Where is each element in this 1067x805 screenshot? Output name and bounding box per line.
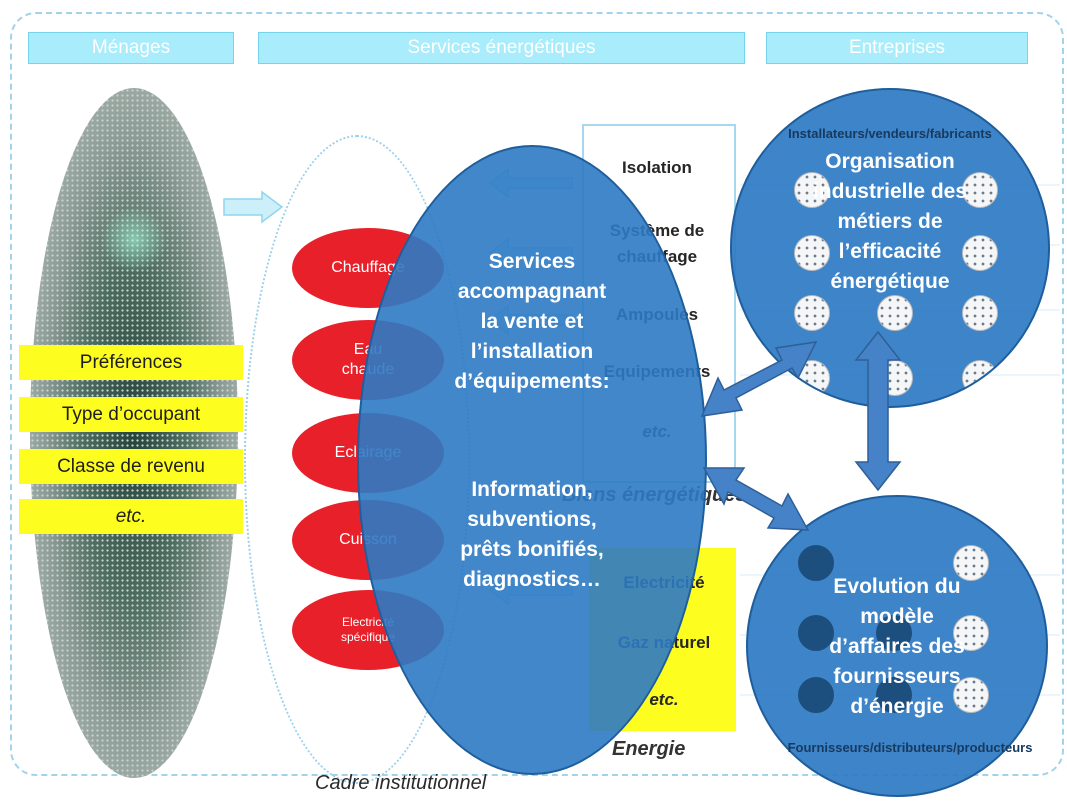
network-node-icon	[798, 615, 834, 651]
services-ellipse-body: Information, subventions, prêts bonifiés…	[359, 475, 705, 595]
services-title-line: la vente et	[480, 310, 584, 333]
network-node-icon	[962, 235, 998, 271]
industry-caption: Installateurs/vendeurs/fabricants	[788, 126, 992, 141]
services-blue-ellipse: Services accompagnant la vente et l’inst…	[357, 145, 707, 775]
network-node-icon	[877, 295, 913, 331]
services-title-line: l’installation	[470, 340, 594, 363]
industry-circle-text: Organisation industrielle des métiers de…	[732, 147, 1048, 297]
arrow-households-to-services	[223, 190, 284, 224]
institutional-frame	[10, 12, 1064, 776]
suppliers-circle-text: Evolution du modèle d’affaires des fourn…	[748, 572, 1046, 722]
network-node-icon	[962, 295, 998, 331]
households-ellipse	[30, 88, 238, 778]
suppliers-line: d’énergie	[850, 695, 944, 718]
services-ellipse-title: Services accompagnant la vente et l’inst…	[359, 247, 705, 397]
network-node-icon	[962, 172, 998, 208]
industry-line: Organisation	[825, 150, 955, 173]
network-node-icon	[953, 615, 989, 651]
attribute-preferences: Préférences	[19, 345, 243, 380]
network-node-icon	[953, 545, 989, 581]
network-node-icon	[794, 172, 830, 208]
services-title-line: accompagnant	[457, 280, 607, 303]
network-node-icon	[876, 615, 912, 651]
services-body-line: subventions,	[467, 508, 597, 531]
industry-circle: Installateurs/vendeurs/fabricants Organi…	[730, 88, 1050, 408]
network-node-icon	[798, 545, 834, 581]
attribute-etc: etc.	[19, 499, 243, 534]
network-node-icon	[953, 677, 989, 713]
network-node-icon	[798, 677, 834, 713]
suppliers-caption: Fournisseurs/distributeurs/producteurs	[787, 740, 1033, 755]
network-node-icon	[794, 295, 830, 331]
header-menages: Ménages	[28, 32, 234, 64]
header-services: Services énergétiques	[258, 32, 745, 64]
services-title-line: Services	[488, 250, 576, 273]
institutional-frame-label: Cadre institutionnel	[315, 772, 487, 794]
services-title-line: d’équipements:	[454, 370, 610, 393]
suppliers-line: Evolution du	[833, 575, 961, 598]
industry-line: l’efficacité	[838, 240, 942, 263]
network-node-icon	[962, 360, 998, 396]
services-body-line: Information,	[471, 478, 593, 501]
energy-label: Energie	[612, 738, 686, 760]
attribute-income-class: Classe de revenu	[19, 449, 243, 484]
suppliers-line: modèle	[860, 605, 934, 628]
suppliers-circle: Evolution du modèle d’affaires des fourn…	[746, 495, 1048, 797]
suppliers-line: fournisseurs	[833, 665, 961, 688]
industry-line: métiers de	[837, 210, 943, 233]
goods-insulation: Isolation	[622, 158, 692, 177]
services-body-line: prêts bonifiés,	[460, 538, 604, 561]
industry-line: énergétique	[830, 270, 950, 293]
header-entreprises: Entreprises	[766, 32, 1028, 64]
industry-line: industrielle des	[812, 180, 968, 203]
double-arrows	[700, 330, 902, 531]
suppliers-line: d’affaires des	[829, 635, 965, 658]
attribute-occupant-type: Type d’occupant	[19, 397, 243, 432]
services-body-line: diagnostics…	[463, 568, 601, 591]
network-node-icon	[794, 235, 830, 271]
network-node-icon	[876, 677, 912, 713]
energy-etc: etc.	[649, 690, 679, 709]
